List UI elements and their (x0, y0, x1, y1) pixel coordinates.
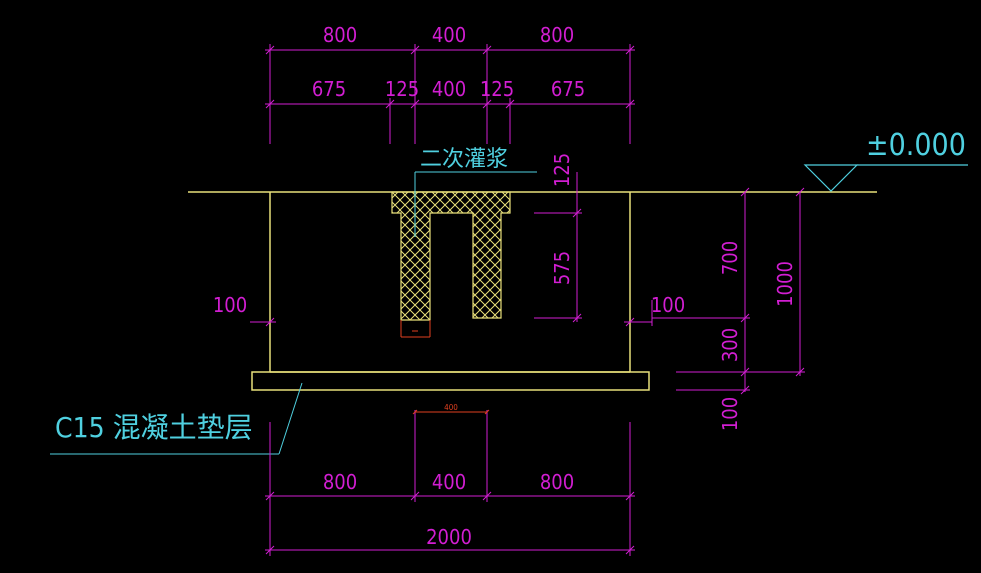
inner-small-dim (412, 409, 490, 415)
dim-top-1: 800 (323, 23, 357, 47)
dim-bottom-2: 400 (432, 470, 466, 494)
dim-mid-4: 125 (480, 77, 514, 101)
bottom-dimension-texts: 800 400 800 2000 (323, 470, 574, 549)
dim-700: 700 (718, 241, 742, 275)
right-dimension-texts: 125 575 700 300 100 1000 (550, 153, 797, 431)
dim-1000: 1000 (773, 261, 797, 307)
dim-inner-400: 400 (444, 403, 458, 412)
dim-mid-2: 125 (385, 77, 419, 101)
dim-100-right: 100 (651, 293, 685, 317)
dim-100-bottom: 100 (718, 397, 742, 431)
dim-mid-3: 400 (432, 77, 466, 101)
dim-mid-1: 675 (312, 77, 346, 101)
grout-leader (414, 171, 537, 237)
anchor-bolt-mark (400, 320, 431, 338)
top-dimension-texts: 800 400 800 675 125 400 125 675 (312, 23, 585, 101)
dim-top-2: 400 (432, 23, 466, 47)
dim-top-3: 800 (540, 23, 574, 47)
dim-bottom-1: 800 (323, 470, 357, 494)
elevation-label: ±0.000 (866, 128, 966, 163)
dim-575: 575 (550, 251, 574, 285)
elevation-symbol (803, 164, 968, 192)
top-dimension-lines (265, 44, 635, 144)
cushion-label: C15 混凝土垫层 (55, 411, 253, 444)
dim-125: 125 (550, 153, 574, 187)
dim-mid-5: 675 (551, 77, 585, 101)
dim-bottom-3: 800 (540, 470, 574, 494)
cushion-layer (251, 371, 650, 391)
dim-100-left: 100 (213, 293, 247, 317)
dim-bottom-total: 2000 (426, 525, 472, 549)
grout-area (391, 191, 511, 321)
right-dimension-lines (534, 172, 805, 395)
grout-label: 二次灌浆 (420, 147, 508, 172)
bottom-dimension-lines (265, 410, 635, 556)
side-dimension-lines (250, 300, 653, 327)
cushion-leader (50, 382, 303, 455)
foundation-outline (269, 192, 631, 373)
dim-300: 300 (718, 328, 742, 362)
